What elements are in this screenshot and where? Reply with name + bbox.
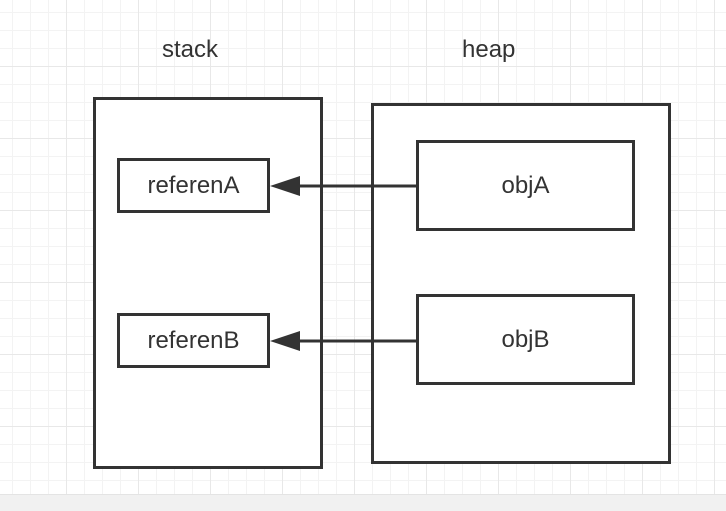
heap-title: heap bbox=[462, 36, 516, 63]
object-box-b: objB bbox=[416, 294, 635, 385]
reference-label-b: referenB bbox=[147, 326, 240, 354]
reference-box-b: referenB bbox=[117, 313, 270, 368]
object-label-b: objB bbox=[501, 325, 550, 353]
reference-box-a: referenA bbox=[117, 158, 270, 213]
arrow-objb-to-referenb bbox=[270, 331, 416, 351]
arrow-obja-to-referena bbox=[270, 176, 416, 196]
bottom-bar bbox=[0, 494, 726, 511]
reference-label-a: referenA bbox=[147, 171, 240, 199]
arrowhead-icon bbox=[270, 331, 300, 351]
object-label-a: objA bbox=[501, 171, 550, 199]
arrowhead-icon bbox=[270, 176, 300, 196]
stack-title: stack bbox=[162, 36, 219, 63]
arrows-layer bbox=[270, 176, 416, 351]
object-box-a: objA bbox=[416, 140, 635, 231]
